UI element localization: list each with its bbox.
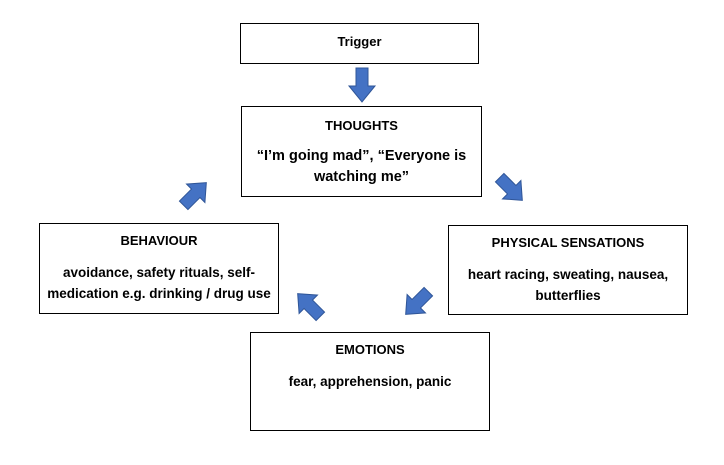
arrow-emotions-to-behaviour: [297, 293, 326, 322]
trigger-label: Trigger: [337, 34, 382, 49]
physical-sensations-title: PHYSICAL SENSATIONS: [491, 235, 645, 250]
physical-sensations-text: heart racing, sweating, nausea, butterfl…: [467, 267, 669, 303]
emotions-box: EMOTIONS fear, apprehension, panic: [250, 332, 490, 431]
emotions-text: fear, apprehension, panic: [288, 374, 452, 389]
thoughts-box: THOUGHTS “I’m going mad”, “Everyone is w…: [241, 106, 482, 197]
thoughts-title: THOUGHTS: [325, 118, 398, 133]
behaviour-title: BEHAVIOUR: [120, 233, 198, 248]
arrow-behaviour-to-thoughts: [178, 182, 207, 211]
emotions-title: EMOTIONS: [335, 342, 405, 357]
trigger-box: Trigger: [240, 23, 479, 64]
behaviour-box: BEHAVIOUR avoidance, safety rituals, sel…: [39, 223, 279, 314]
behaviour-text: avoidance, safety rituals, self-medicati…: [47, 265, 271, 301]
physical-sensations-box: PHYSICAL SENSATIONS heart racing, sweati…: [448, 225, 688, 315]
arrow-thoughts-to-physical: [494, 172, 523, 201]
thoughts-text: “I’m going mad”, “Everyone is watching m…: [256, 148, 467, 185]
arrow-trigger-to-thoughts: [347, 67, 377, 103]
arrow-physical-to-emotions: [405, 286, 434, 315]
